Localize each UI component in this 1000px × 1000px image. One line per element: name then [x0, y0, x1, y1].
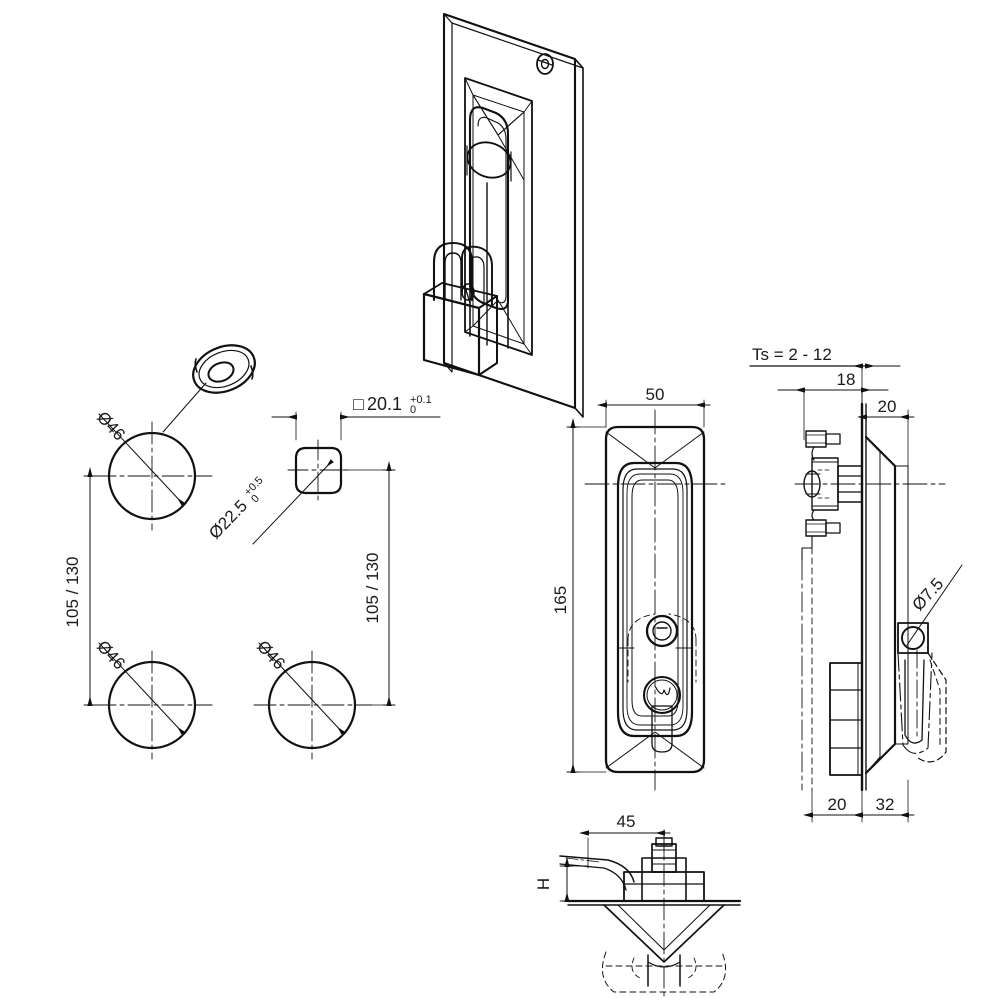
dim-hole-dia-top-left: Ø46 — [93, 408, 129, 444]
front-elevation-view — [566, 399, 726, 791]
dim-square-tol-upper: +0.1 — [410, 394, 432, 406]
dim-front-width: 50 — [646, 385, 665, 404]
note-panel-thickness: Ts = 2 - 12 — [752, 345, 832, 364]
dim-side-18: 18 — [837, 370, 856, 389]
washer-ring-part — [162, 344, 256, 433]
dimension-labels: Ø46 Ø46 Ø46 □ 20.1 +0.1 0 Ø22.5 +0.5 0 1… — [63, 345, 947, 890]
dim-shaft-dia: Ø22.5 — [205, 496, 251, 543]
side-section-view — [749, 363, 963, 823]
dim-hole-dia-bottom-left: Ø46 — [93, 637, 129, 673]
dim-hole-dia-bottom-right: Ø46 — [253, 637, 289, 673]
dim-bottom-length: 45 — [617, 812, 636, 831]
dim-shaft-tol-lower: 0 — [249, 493, 262, 506]
isometric-assembly-view — [422, 12, 584, 418]
panel-cutout-pattern — [83, 411, 441, 760]
dim-pitch-left: 105 / 130 — [63, 557, 82, 628]
dim-side-32: 32 — [876, 795, 895, 814]
dim-side-20-bottom: 20 — [828, 795, 847, 814]
square-cutout-shape — [294, 446, 343, 495]
dim-side-20-top: 20 — [878, 397, 897, 416]
dim-square-tol-lower: 0 — [410, 404, 416, 416]
dim-pitch-right: 105 / 130 — [363, 553, 382, 624]
dim-front-height: 165 — [551, 586, 570, 614]
dim-square-symbol: □ — [353, 394, 364, 414]
bottom-detail-view — [559, 829, 742, 1000]
dim-bottom-height: H — [534, 878, 553, 890]
padlock-detail — [422, 241, 498, 377]
dim-square-cutout: 20.1 — [367, 394, 402, 414]
